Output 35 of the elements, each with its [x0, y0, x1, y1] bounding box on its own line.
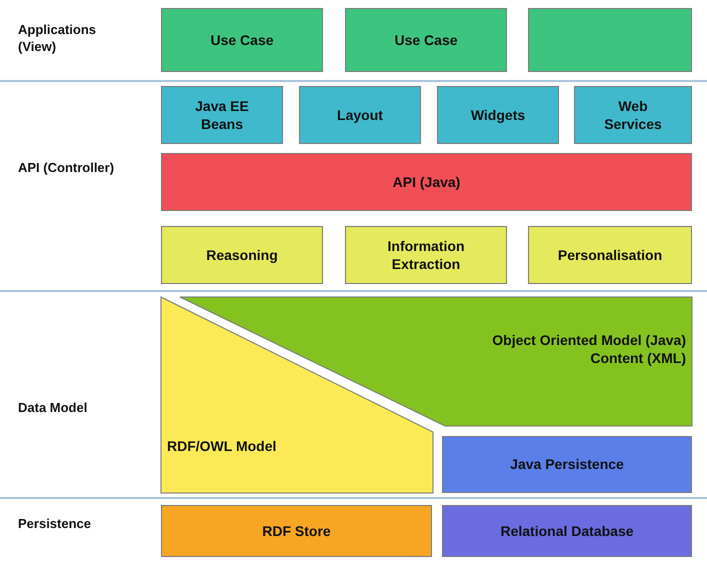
tier-label: Persistence: [18, 516, 92, 533]
layer-box: [574, 86, 692, 144]
tier-label: Data Model: [18, 400, 88, 417]
layer-label: Relational Database: [500, 522, 634, 540]
layer-label: Use Case: [210, 30, 274, 50]
layer-box: [161, 153, 692, 211]
layer-box: [437, 86, 559, 144]
layer-label: RDF Store: [262, 522, 331, 540]
layer-box: [442, 505, 692, 557]
layer-label: Widgets: [470, 106, 526, 124]
tier-label: Applications (View): [18, 22, 98, 56]
layer-label: RDF/OWL Model: [167, 436, 276, 455]
layer-label: Information Extraction: [386, 236, 466, 274]
layer-box: [161, 86, 283, 144]
layer-box: [161, 505, 432, 557]
layer-box: [161, 226, 323, 284]
layer-box: [442, 436, 692, 493]
layer-label: API (Java): [392, 172, 460, 192]
layer-label: Java Persistence: [510, 455, 624, 474]
layer-label: Object Oriented Model (Java) Content (XML): [491, 331, 686, 368]
layer-box: [345, 8, 507, 72]
layer-label: Layout: [337, 106, 383, 124]
layer-label: Web Services: [603, 96, 663, 134]
model-panel: [161, 297, 433, 493]
layer-box: [161, 8, 323, 72]
layer-box: [528, 226, 692, 284]
model-panel: [180, 297, 692, 426]
layer-box: [345, 226, 507, 284]
layer-box: [299, 86, 421, 144]
layer-label: Reasoning: [206, 246, 278, 264]
layer-label: Java EE Beans: [194, 96, 250, 134]
layer-label: Use Case: [394, 30, 458, 50]
tier-label: API (Controller): [18, 160, 116, 177]
box-shape: [528, 8, 692, 72]
layer-label: Personalisation: [558, 246, 662, 264]
